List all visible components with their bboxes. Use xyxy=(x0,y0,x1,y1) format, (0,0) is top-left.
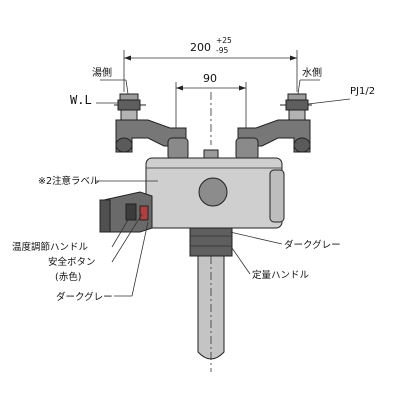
cold-inlet-fitting xyxy=(280,93,312,121)
leader-lines xyxy=(95,79,351,297)
spout xyxy=(197,255,225,372)
cold-side-label: 水側 xyxy=(302,66,322,79)
hot-elbow-arm xyxy=(115,119,189,161)
hot-side-label: 湯側 xyxy=(92,66,112,79)
dimension-tol-upper: +25 xyxy=(216,36,232,45)
mixer-body xyxy=(145,157,285,229)
fixed-handle xyxy=(189,227,233,257)
safety-color-label: (赤色) xyxy=(55,271,81,283)
safety-button-shape xyxy=(139,205,149,221)
hot-inlet-fitting xyxy=(114,93,146,121)
dark-gray-left-label: ダークグレー xyxy=(56,291,113,303)
temperature-handle xyxy=(99,191,153,233)
caution-label-text: ※2注意ラベル xyxy=(38,175,100,187)
temp-handle-label: 温度調節ハンドル xyxy=(12,241,89,253)
water-level-label: W.L xyxy=(70,93,92,107)
dimension-tol-lower: -95 xyxy=(216,46,228,55)
fixed-handle-label: 定量ハンドル xyxy=(252,269,310,281)
dimension-200: 200 +25 -95 xyxy=(123,36,298,92)
safety-button-label: 安全ボタン xyxy=(48,256,96,268)
cold-elbow-arm xyxy=(235,119,311,161)
dimension-center-value: 90 xyxy=(203,72,217,85)
dimension-90: 90 xyxy=(175,72,247,150)
dimension-overall-value: 200 xyxy=(190,41,211,54)
dark-gray-right-label: ダークグレー xyxy=(284,239,341,251)
thread-label: PJ1/2 xyxy=(350,86,375,97)
